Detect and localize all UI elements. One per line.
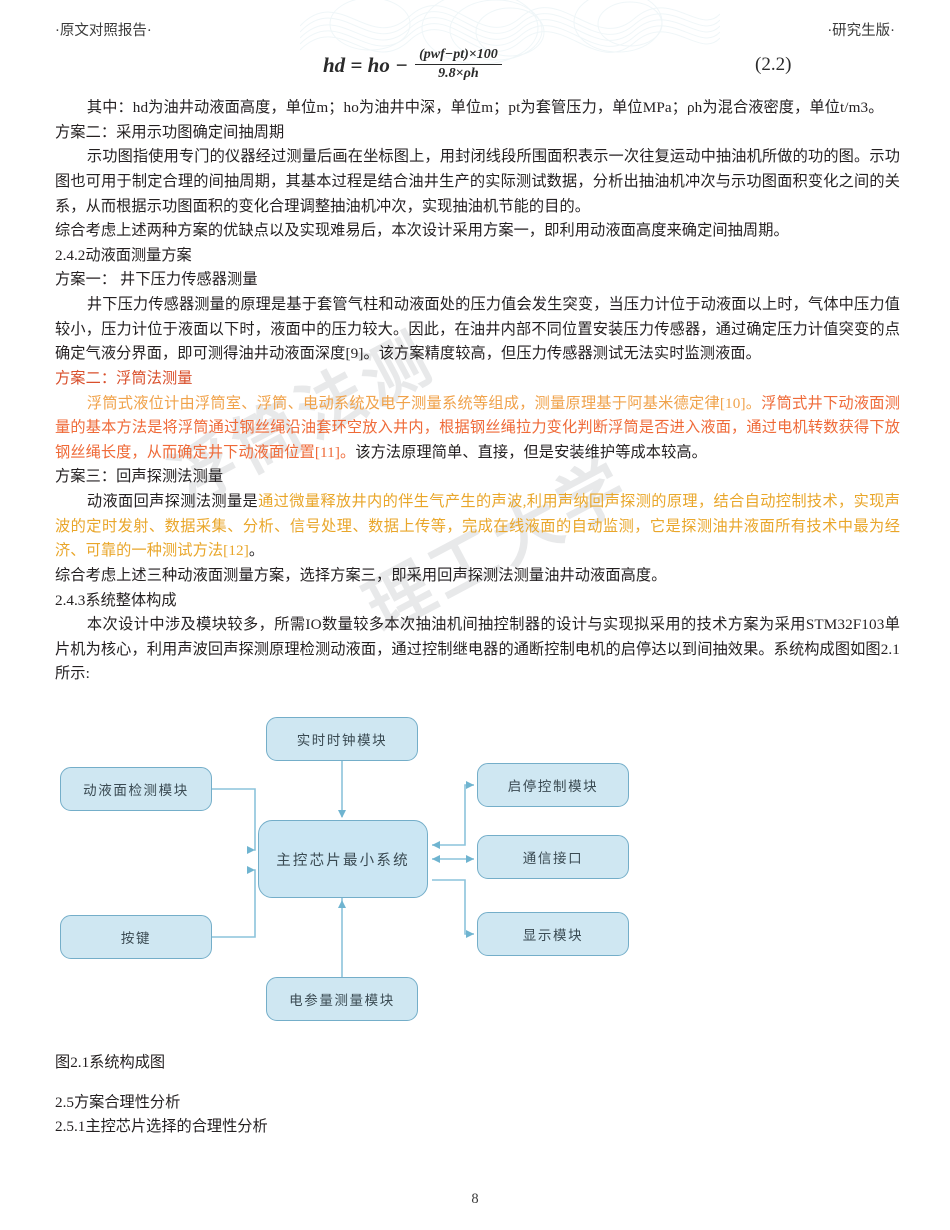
diagram-node-start-stop-control[interactable]: 启停控制模块 (477, 763, 629, 807)
header-right-label: ·研究生版· (827, 22, 895, 39)
figure-caption-2-1: 图2.1系统构成图 (55, 1054, 166, 1071)
equation-fraction: (pwf−pt)×100 9.8×ρh (415, 46, 502, 82)
heading-scheme-three-echo-method: 方案三：回声探测法测量 (55, 468, 224, 486)
section-2-5: 2.5方案合理性分析 (55, 1093, 181, 1111)
paragraph-conclusion-two: 综合考虑上述三种动液面测量方案，选择方案三，即采用回声探测法测量油井动液面高度。 (55, 566, 667, 584)
diagram-node-electrical-parameter-measurement[interactable]: 电参量测量模块 (266, 977, 418, 1021)
heading-scheme-two-indicator-diagram: 方案二：采用示功图确定间抽周期 (55, 123, 285, 141)
paragraph-indicator-diagram: 示功图指使用专门的仪器经过测量后画在坐标图上，用封闭线段所围面积表示一次往复运动… (55, 148, 900, 215)
diagram-node-display[interactable]: 显示模块 (477, 912, 629, 956)
equation-number: (2.2) (755, 54, 792, 75)
diagram-node-liquid-level-detection[interactable]: 动液面检测模块 (60, 767, 212, 811)
equation-left-side: hd = ho − (323, 53, 414, 77)
connector-center-to-display (432, 879, 474, 935)
system-architecture-diagram: 实时时钟模块 动液面检测模块 按键 主控芯片最小系统 电参量测量模块 启停控制模… (55, 705, 900, 1045)
equation-row: hd = ho − (pwf−pt)×100 9.8×ρh (2.2) (55, 46, 900, 94)
connector-level-to-center (212, 788, 256, 851)
connector-arrowheads (247, 781, 474, 938)
float-text-segment-c: 该方法原理简单、直接，但是安装维护等成本较高。 (355, 443, 707, 461)
diagram-node-keypad[interactable]: 按键 (60, 915, 212, 959)
connector-key-to-center (212, 869, 256, 938)
section-2-4-2: 2.4.2动液面测量方案 (55, 246, 192, 264)
connector-center-to-startstop (432, 784, 474, 846)
echo-text-segment-a: 动液面回声探测法测量是 (86, 493, 259, 510)
diagram-node-communication-interface[interactable]: 通信接口 (477, 835, 629, 879)
equation-2-2: hd = ho − (pwf−pt)×100 9.8×ρh (323, 46, 502, 90)
float-text-segment-b: 浮筒式井下动液面测量的基本方法是将浮筒通过钢丝绳沿油套环空放入井内，根据钢丝绳拉… (55, 394, 901, 461)
equation-numerator: (pwf−pt)×100 (415, 46, 502, 65)
float-text-segment-a: 浮筒式液位计由浮筒室、浮筒、电动系统及电子测量系统等组成，测量原理基于阿基米德定… (86, 394, 762, 412)
paragraph-system-composition: 本次设计中涉及模块较多，所需IO数量较多本次抽油机间抽控制器的设计与实现拟采用的… (55, 616, 900, 683)
section-2-4-3: 2.4.3系统整体构成 (55, 591, 177, 609)
heading-scheme-two-float-method: 方案二：浮筒法测量 (55, 369, 193, 387)
heading-scheme-one-pressure-sensor: 方案一： 井下压力传感器测量 (55, 271, 258, 289)
diagram-connectors (212, 761, 474, 977)
section-2-5-1: 2.5.1主控芯片选择的合理性分析 (55, 1118, 268, 1136)
paragraph-echo-method: 动液面回声探测法测量是通过微量释放井内的伴生气产生的声波,利用声纳回声探测的原理… (55, 490, 900, 564)
echo-text-segment-c: 。 (248, 542, 265, 560)
equation-denominator: 9.8×ρh (438, 65, 479, 81)
diagram-node-realtime-clock[interactable]: 实时时钟模块 (266, 717, 418, 761)
paragraph-pressure-sensor: 井下压力传感器测量的原理是基于套管气柱和动液面处的压力值会发生突变，当压力计位于… (55, 296, 900, 363)
page-header: ·原文对照报告· ·研究生版· (55, 18, 895, 40)
paragraph-notation: 其中：hd为油井动液面高度，单位m；ho为油井中深，单位m；pt为套管压力，单位… (86, 99, 884, 116)
paragraph-conclusion-one: 综合考虑上述两种方案的优缺点以及实现难易后，本次设计采用方案一，即利用动液面高度… (55, 222, 789, 240)
document-content: hd = ho − (pwf−pt)×100 9.8×ρh (2.2) 其中：h… (55, 46, 900, 1140)
paragraph-float-method: 浮筒式液位计由浮筒室、浮筒、电动系统及电子测量系统等组成，测量原理基于阿基米德定… (55, 392, 900, 466)
header-left-label: ·原文对照报告· (55, 22, 152, 39)
page-number: 8 (471, 1191, 479, 1207)
diagram-node-main-control-chip[interactable]: 主控芯片最小系统 (258, 820, 428, 898)
echo-text-segment-b: 通过微量释放井内的伴生气产生的声波,利用声纳回声探测的原理，结合自动控制技术，实… (55, 493, 901, 560)
